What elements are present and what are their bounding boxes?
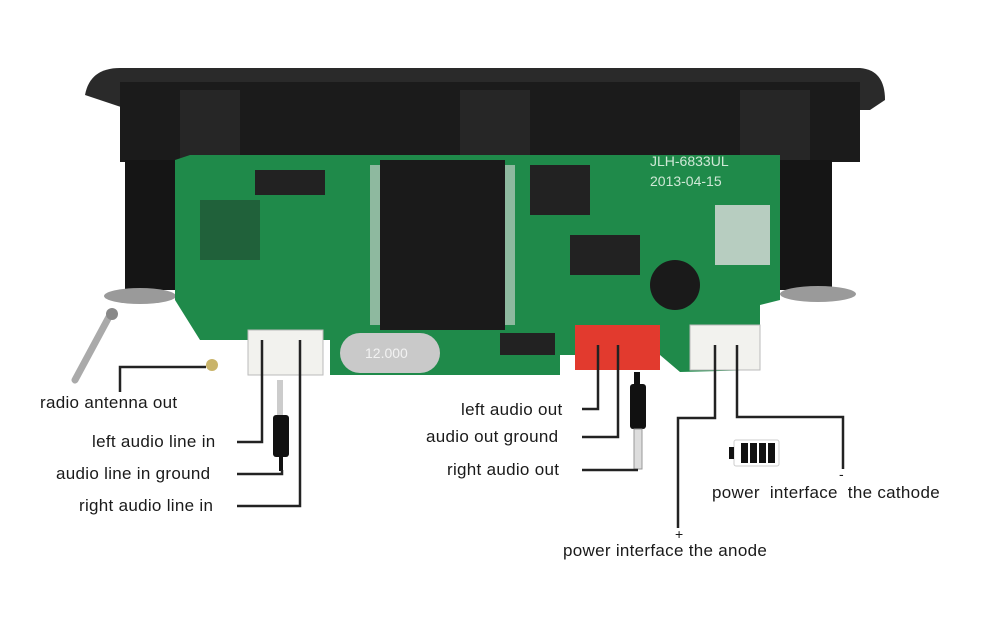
label-left-audio-out: left audio out [461,400,563,419]
pcb: JLH-6833UL 2013-04-15 12.000 [175,153,780,375]
date-silk: 2013-04-15 [650,173,722,189]
label-right-audio-line-in: right audio line in [79,496,214,515]
audio-jack-icon [630,372,646,470]
label-audio-out-ground: audio out ground [426,427,559,446]
battery-icon [729,439,780,467]
label-right-audio-out: right audio out [447,460,560,479]
antenna-icon [71,308,118,384]
front-bezel [85,68,885,162]
left-mount-post [125,160,177,290]
ic-chip [380,160,505,330]
audio-jack-icon [273,380,289,471]
label-radio-antenna-out: radio antenna out [40,393,178,412]
crystal [340,333,440,373]
crystal-label: 12.000 [365,345,408,361]
cathode-sign: - [839,466,844,482]
anode-sign: + [675,526,684,542]
left-screw [104,288,176,304]
right-mount-post [780,160,832,290]
label-left-audio-line-in: left audio line in [92,432,216,451]
label-anode: power interface the anode [563,541,768,560]
capacitor [650,260,700,310]
line-in-connector [247,329,324,376]
right-screw [780,286,856,302]
leader-lines [118,340,845,528]
model-silk: JLH-6833UL [650,153,729,169]
label-cathode: power interface the cathode [712,483,940,502]
power-connector [689,324,761,371]
label-audio-line-in-ground: audio line in ground [56,464,211,483]
